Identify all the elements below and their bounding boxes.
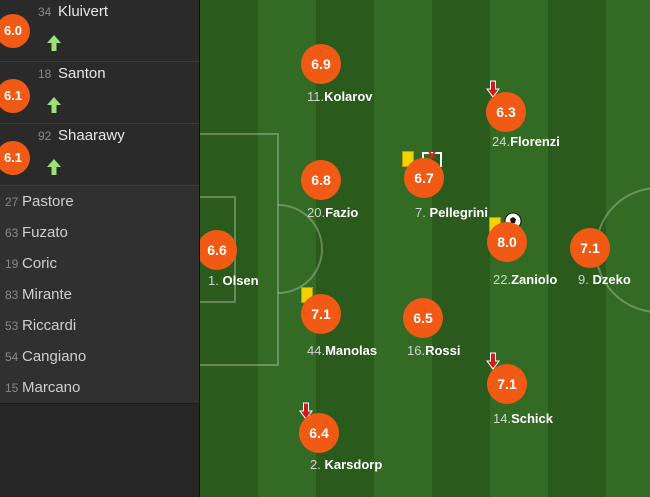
bench-row[interactable]: 27 Pastore — [0, 186, 199, 218]
player-name: Manolas — [325, 343, 378, 358]
rating-badge: 6.9 — [301, 44, 341, 84]
rating-badge: 8.0 — [487, 222, 527, 262]
sub-out-arrow-icon — [486, 80, 500, 98]
bench-row[interactable]: 54 Cangiano — [0, 341, 199, 373]
bench-row[interactable]: 15 Marcano — [0, 372, 199, 404]
sub-out-arrow-icon — [486, 352, 500, 370]
player-name: Pastore — [22, 193, 74, 210]
player-number: 20. — [307, 205, 326, 220]
player-number: 16. — [407, 343, 426, 358]
player-number: 24. — [492, 134, 511, 149]
sub-in-arrow-icon — [47, 35, 61, 51]
player-number: 7. — [415, 205, 426, 220]
player-label: 14.Schick — [493, 411, 553, 426]
player-name: Fuzato — [22, 224, 68, 241]
player-number: 1. — [208, 273, 219, 288]
player-name: Schick — [511, 411, 553, 426]
player-name: Shaarawy — [58, 127, 125, 144]
player-name: Olsen — [222, 273, 259, 288]
bench-row[interactable]: 19 Coric — [0, 248, 199, 280]
substitute-row[interactable]: 6.0 34 Kluivert — [0, 0, 199, 62]
bench-row[interactable]: 63 Fuzato — [0, 217, 199, 249]
player-name: Fazio — [325, 205, 359, 220]
rating-badge: 6.4 — [299, 413, 339, 453]
player-number: 54 — [5, 350, 19, 364]
rating-badge: 6.0 — [0, 14, 30, 48]
player-name: Pellegrini — [429, 205, 488, 220]
player-number: 27 — [5, 195, 19, 209]
bench-row[interactable]: 53 Riccardi — [0, 310, 199, 342]
player-number: 34 — [38, 5, 52, 19]
player-number: 14. — [493, 411, 512, 426]
player-label: 20.Fazio — [307, 205, 358, 220]
player-number: 11. — [307, 89, 325, 104]
player-label: 9. Dzeko — [578, 272, 631, 287]
player-number: 9. — [578, 272, 589, 287]
rating-badge: 6.3 — [486, 92, 526, 132]
player-name: Marcano — [22, 379, 81, 396]
player-name: Santon — [58, 65, 106, 82]
player-label: 7. Pellegrini — [415, 205, 488, 220]
pitch-stripe — [374, 0, 432, 497]
rating-badge: 6.7 — [404, 158, 444, 198]
sub-in-arrow-icon — [47, 97, 61, 113]
player-number: 22. — [493, 272, 512, 287]
player-name: Riccardi — [22, 317, 77, 334]
pitch-stripe — [432, 0, 490, 497]
rating-badge: 6.8 — [301, 160, 341, 200]
player-name: Dzeko — [592, 272, 631, 287]
rating-badge: 6.5 — [403, 298, 443, 338]
lineup-sidebar: 6.0 34 Kluivert 6.1 18 Santon 6.1 92 Sha… — [0, 0, 200, 497]
player-label: 22.Zaniolo — [493, 272, 557, 287]
player-name: Mirante — [22, 286, 73, 303]
player-name: Zaniolo — [511, 272, 558, 287]
player-number: 83 — [5, 288, 19, 302]
rating-badge: 6.1 — [0, 79, 30, 113]
player-name: Kolarov — [324, 89, 373, 104]
player-label: 1. Olsen — [208, 273, 259, 288]
rating-badge: 7.1 — [301, 294, 341, 334]
player-label: 44.Manolas — [307, 343, 377, 358]
player-name: Karsdorp — [324, 457, 383, 472]
player-name: Kluivert — [58, 3, 109, 20]
bench-row[interactable]: 83 Mirante — [0, 279, 199, 311]
player-name: Florenzi — [510, 134, 560, 149]
rating-badge: 6.6 — [200, 230, 237, 270]
player-label: 11.Kolarov — [307, 89, 373, 104]
rating-badge: 6.1 — [0, 141, 30, 175]
player-number: 44. — [307, 343, 326, 358]
pitch-stripe — [606, 0, 650, 497]
player-number: 53 — [5, 319, 19, 333]
sub-in-arrow-icon — [47, 159, 61, 175]
rating-badge: 7.1 — [487, 364, 527, 404]
player-label: 2. Karsdorp — [310, 457, 382, 472]
substitute-row[interactable]: 6.1 92 Shaarawy — [0, 124, 199, 186]
player-name: Rossi — [425, 343, 461, 358]
player-name: Cangiano — [22, 348, 87, 365]
player-label: 16.Rossi — [407, 343, 460, 358]
pitch: 6.6 1. Olsen 6.9 11.Kolarov 6.8 20.Fazio… — [200, 0, 650, 497]
player-number: 18 — [38, 67, 52, 81]
substitute-row[interactable]: 6.1 18 Santon — [0, 62, 199, 124]
player-number: 2. — [310, 457, 321, 472]
player-number: 15 — [5, 381, 19, 395]
player-number: 92 — [38, 129, 52, 143]
player-number: 63 — [5, 226, 19, 240]
player-number: 19 — [5, 257, 19, 271]
player-name: Coric — [22, 255, 58, 272]
rating-badge: 7.1 — [570, 228, 610, 268]
player-label: 24.Florenzi — [492, 134, 560, 149]
